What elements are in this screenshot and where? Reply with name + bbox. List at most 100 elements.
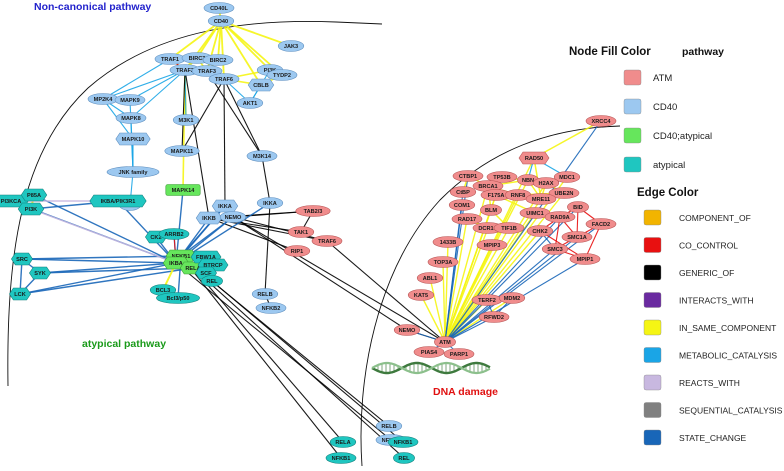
node-ikka[interactable]: IKKA — [256, 197, 284, 209]
region-boundaries — [7, 20, 621, 467]
node-rel[interactable]: REL — [201, 275, 223, 287]
node-bcl3-p50[interactable]: Bcl3/p50 — [156, 292, 200, 304]
node-lck[interactable]: LCK — [9, 287, 31, 301]
node-p85a[interactable]: P85A — [20, 188, 48, 202]
node-label: IKKA — [263, 201, 277, 207]
node-xrcc4[interactable]: XRCC4 — [585, 115, 617, 127]
node-jak3[interactable]: JAK3 — [277, 40, 305, 52]
node-nfkb1[interactable]: NFKB1 — [325, 452, 357, 464]
node-ikkb[interactable]: IKKB — [195, 211, 223, 225]
node-mapk9[interactable]: MAPK9 — [114, 94, 146, 106]
node-nfkb1[interactable]: NFKB1 — [387, 436, 419, 448]
node-traf6[interactable]: TRAF6 — [311, 235, 343, 247]
node-m3k1[interactable]: M3K1 — [172, 114, 200, 126]
node-kat5[interactable]: KAT5 — [407, 289, 435, 301]
node-blm[interactable]: BLM — [480, 204, 502, 216]
node-tydp2[interactable]: TYDP2 — [266, 69, 298, 81]
node-parp1[interactable]: PARP1 — [443, 348, 475, 360]
node-label: CTBP1 — [459, 174, 477, 180]
edge — [220, 20, 292, 47]
node-ikba-pik3r1[interactable]: IKBA/PIK3R1 — [89, 194, 147, 208]
node-shape — [525, 193, 557, 205]
node-tak1[interactable]: TAK1 — [287, 226, 315, 238]
node-pi3k[interactable]: PI3K — [17, 202, 45, 216]
node-h2ax[interactable]: H2AX — [532, 177, 560, 189]
node-mre11[interactable]: MRE11 — [525, 193, 557, 205]
node-traf1[interactable]: TRAF1 — [154, 53, 186, 65]
node-mp2k4[interactable]: MP2K4 — [87, 93, 119, 105]
node-ctbp[interactable]: CtBP — [449, 186, 477, 198]
node-rad9a[interactable]: RAD9A — [544, 211, 576, 223]
node-mapk8[interactable]: MAPK8 — [115, 112, 147, 124]
node-traf3[interactable]: TRAF3 — [191, 65, 223, 77]
node-rela[interactable]: RELA — [329, 436, 357, 448]
node-relb[interactable]: RELB — [375, 420, 403, 432]
edge — [192, 267, 344, 443]
node-label: TAB2/3 — [304, 209, 323, 215]
node-shape — [20, 188, 48, 202]
node-brca1[interactable]: BRCA1 — [472, 180, 504, 192]
node-nfkb2[interactable]: NFKB2 — [255, 302, 287, 314]
node-mpip1[interactable]: MPIP1 — [569, 253, 601, 265]
node-jnk-family[interactable]: JNK family — [106, 166, 160, 178]
node-syk[interactable]: SYK — [29, 266, 51, 280]
node-shape — [427, 256, 459, 268]
node-shape — [393, 324, 421, 336]
node-terf2[interactable]: TERF2 — [471, 294, 503, 306]
node-mapk10[interactable]: MAPK10 — [115, 132, 151, 146]
node-rip1[interactable]: RIP1 — [283, 245, 311, 257]
node-label: FACD2 — [592, 222, 610, 228]
node-pias4[interactable]: PIAS4 — [413, 346, 445, 358]
node-label: MPIP1 — [577, 257, 594, 263]
node-mapk11[interactable]: MAPK11 — [164, 145, 200, 157]
node-1433b[interactable]: 1433B — [432, 236, 464, 248]
node-shape — [478, 311, 510, 323]
node-mapk14[interactable]: MAPK14 — [165, 184, 201, 196]
node-mdc1[interactable]: MDC1 — [553, 171, 581, 183]
node-src[interactable]: SRC — [11, 252, 33, 266]
node-relb[interactable]: RELB — [251, 288, 279, 300]
node-akt1[interactable]: AKT1 — [236, 97, 264, 109]
node-top3a[interactable]: TOP3A — [427, 256, 459, 268]
node-rad17[interactable]: RAD17 — [451, 213, 483, 225]
edge-legend-swatch — [643, 209, 662, 226]
node-ube2n[interactable]: UBE2N — [548, 187, 580, 199]
node-mpip3[interactable]: MPIP3 — [476, 239, 508, 251]
node-ikka[interactable]: IKKA — [211, 199, 239, 213]
node-chk2[interactable]: CHK2 — [526, 225, 554, 237]
node-label: REL — [398, 456, 410, 462]
edge — [444, 216, 561, 343]
node-shape — [432, 236, 464, 248]
node-label: MDC1 — [559, 175, 575, 181]
node-nemo[interactable]: NEMO — [219, 211, 247, 223]
node-smc3[interactable]: SMC3 — [541, 243, 569, 255]
node-cd40l[interactable]: CD40L — [203, 2, 235, 14]
node-rfwd2[interactable]: RFWD2 — [478, 311, 510, 323]
node-mdm2[interactable]: MDM2 — [498, 292, 526, 304]
node-label: LCK — [14, 292, 26, 298]
node-nemo[interactable]: NEMO — [393, 324, 421, 336]
edge — [206, 70, 263, 157]
node-tp53b[interactable]: TP53B — [486, 171, 518, 183]
node-label: BRCA1 — [478, 184, 497, 190]
node-rel[interactable]: REL — [393, 452, 415, 464]
node-arrb2[interactable]: ARRB2 — [158, 228, 190, 240]
node-smc1a[interactable]: SMC1A — [561, 231, 593, 243]
node-birc2[interactable]: BIRC2 — [202, 54, 234, 66]
node-com1[interactable]: COM1 — [448, 199, 476, 211]
node-atm[interactable]: ATM — [434, 336, 456, 348]
node-facd2[interactable]: FACD2 — [585, 218, 617, 230]
node-m3k14[interactable]: M3K14 — [246, 150, 278, 162]
node-tab2-3[interactable]: TAB2/3 — [295, 205, 331, 217]
node-traf6[interactable]: TRAF6 — [208, 73, 240, 85]
node-ctbp1[interactable]: CTBP1 — [452, 170, 484, 182]
node-tif1b[interactable]: TIF1B — [493, 222, 525, 234]
node-cblb[interactable]: CBLB — [247, 78, 275, 92]
node-abl1[interactable]: ABL1 — [416, 272, 444, 284]
node-shape — [407, 289, 435, 301]
node-rad50[interactable]: RAD50 — [518, 151, 550, 165]
node-bid[interactable]: BID — [567, 201, 589, 213]
node-shape — [114, 94, 146, 106]
node-rnf8[interactable]: RNF8 — [504, 189, 532, 201]
node-cd40[interactable]: CD40 — [207, 15, 235, 27]
